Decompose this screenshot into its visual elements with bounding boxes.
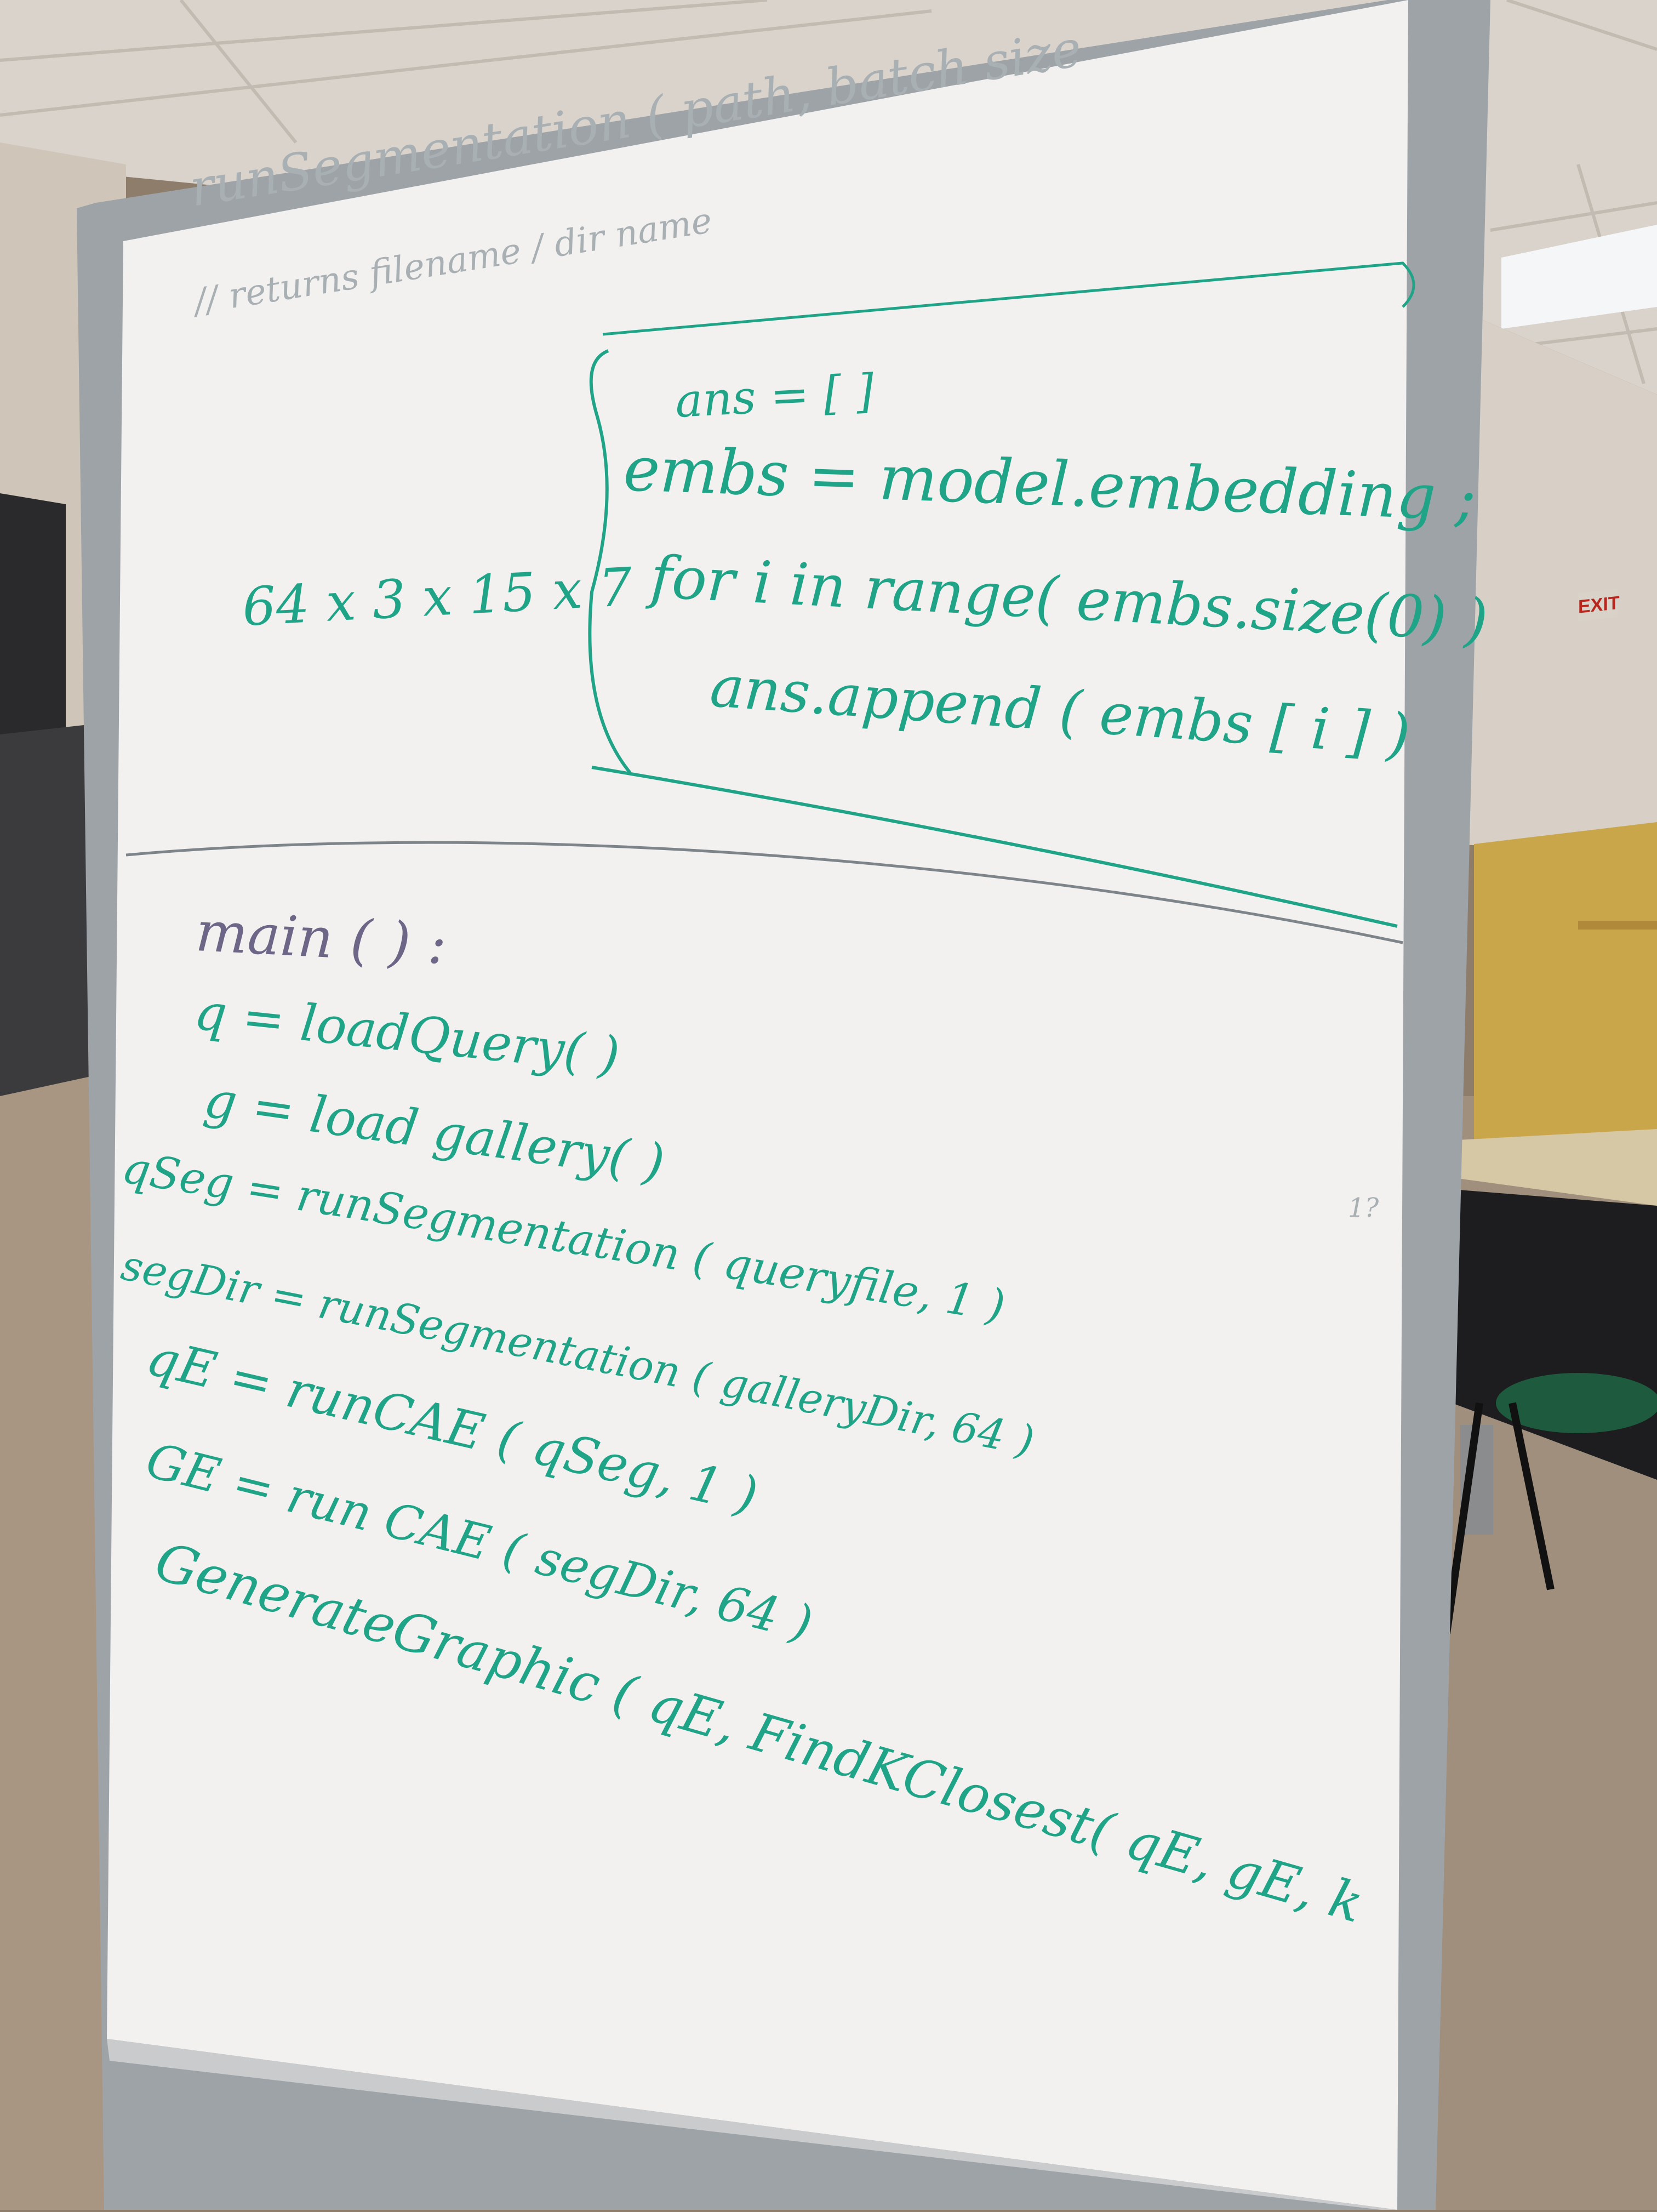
carrel-desk [1458, 1129, 1657, 1206]
code-brace [588, 349, 632, 774]
code-line-embs: embs = model.embedding ; [622, 434, 1477, 535]
code-line-ans: ans = [ ] [673, 363, 876, 428]
ceiling-light [1501, 225, 1657, 329]
whiteboard-surface [107, 0, 1408, 2210]
code-line-for: for i in range( embs.size(0) ) [649, 543, 1490, 654]
exit-sign: EXIT [1578, 589, 1620, 622]
margin-note: 1? [1348, 1193, 1379, 1223]
tensor-dimensions: 64 x 3 x 15 x 7 [241, 556, 634, 638]
function-signature: runSegmentation ( path, batch size [185, 19, 1085, 218]
returns-comment: // returns filename / dir name [191, 200, 715, 323]
chair-seat [1496, 1373, 1657, 1433]
main-line-q: q = loadQuery( ) [191, 982, 622, 1085]
carrel-panel [1474, 822, 1657, 1140]
right-wall [1452, 307, 1657, 855]
code-line-append: ans.append ( embs [ i ] ) [708, 653, 1413, 768]
section-divider [125, 841, 1403, 944]
main-header: main ( ) : [194, 899, 448, 977]
